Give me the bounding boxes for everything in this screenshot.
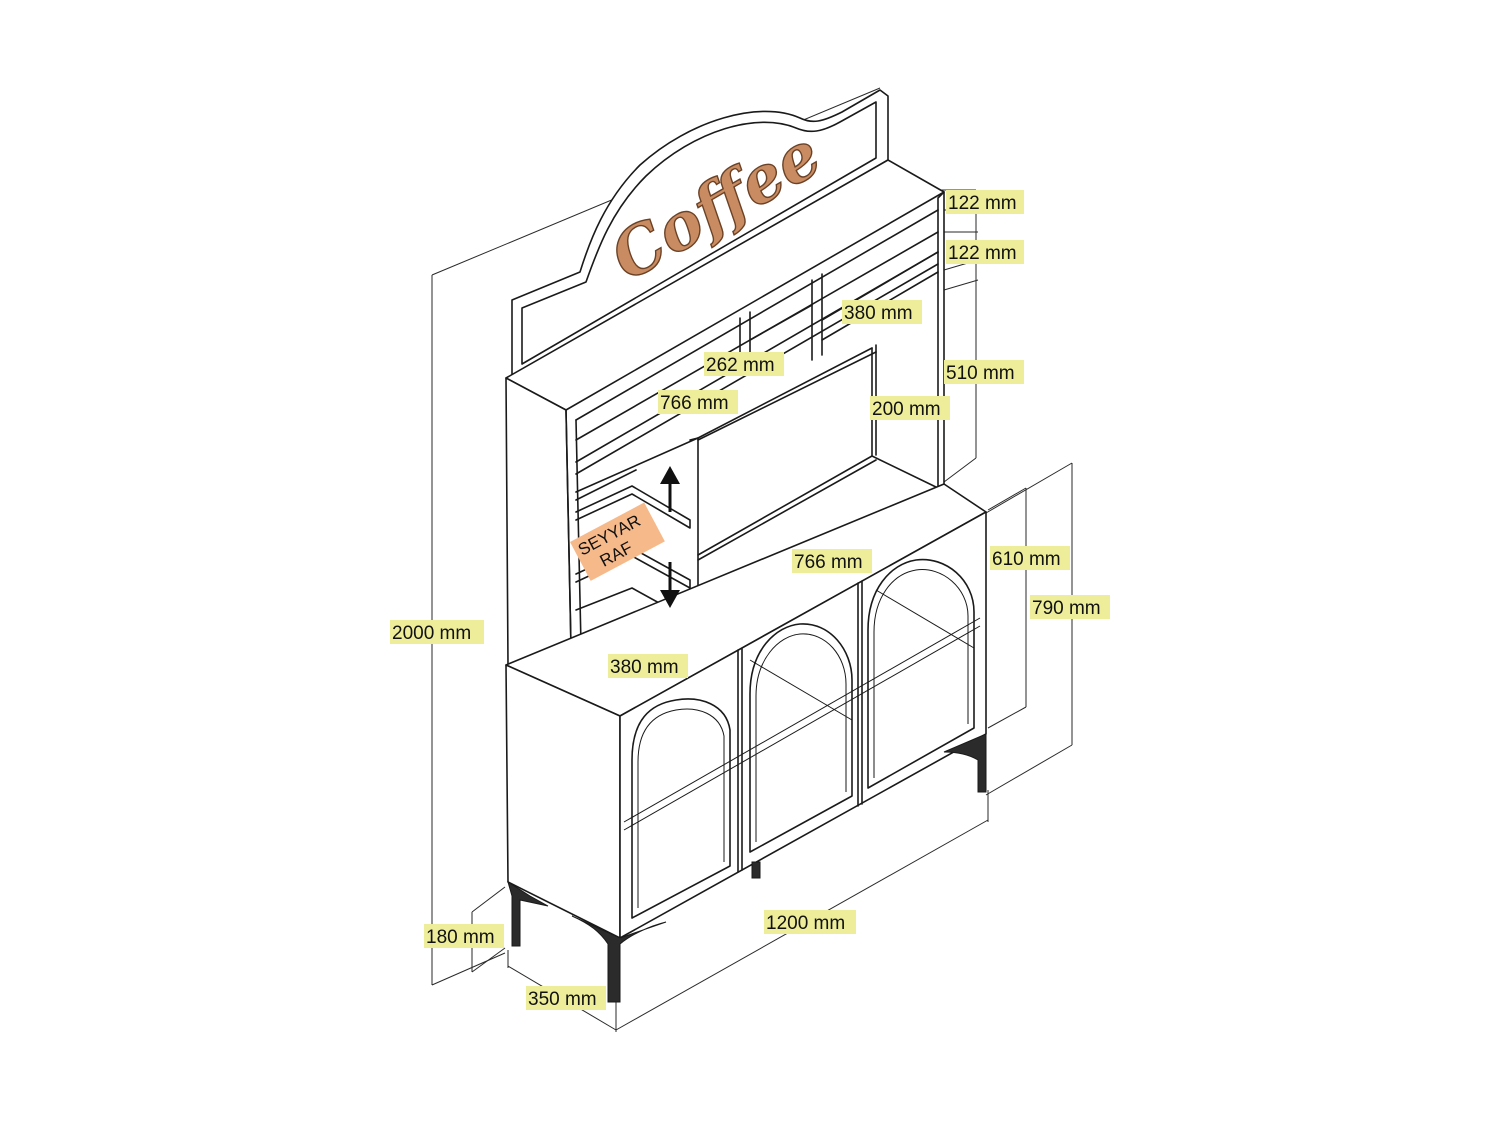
svg-text:766 mm: 766 mm <box>660 393 729 414</box>
svg-text:380 mm: 380 mm <box>610 657 679 678</box>
dim-label-top-shelf: 122 mm <box>946 240 1024 264</box>
dim-label-mid-width: 766 mm <box>792 549 872 573</box>
svg-text:200 mm: 200 mm <box>872 399 941 420</box>
dim-label-upper-right-height: 510 mm <box>944 360 1024 384</box>
svg-text:510 mm: 510 mm <box>946 363 1015 384</box>
dimension-labels: 122 mm 122 mm 380 mm 262 mm 510 mm 766 m… <box>390 190 1110 1010</box>
svg-text:122 mm: 122 mm <box>948 243 1017 264</box>
svg-text:180 mm: 180 mm <box>426 927 495 948</box>
dim-label-hutch-height: 610 mm <box>990 546 1070 570</box>
legs <box>507 733 987 1003</box>
dim-label-total-depth: 350 mm <box>526 986 606 1010</box>
dimension-lines <box>431 87 1073 1032</box>
svg-text:380 mm: 380 mm <box>844 303 913 324</box>
movable-shelf-tag: SEYYAR RAF <box>570 502 665 581</box>
svg-text:350 mm: 350 mm <box>528 989 597 1010</box>
svg-text:766 mm: 766 mm <box>794 552 863 573</box>
svg-text:262 mm: 262 mm <box>706 355 775 376</box>
dim-label-lower-depth: 380 mm <box>608 654 688 678</box>
dim-label-top-panel: 122 mm <box>946 190 1024 214</box>
svg-text:790 mm: 790 mm <box>1032 598 1101 619</box>
svg-text:2000 mm: 2000 mm <box>392 623 471 644</box>
dim-label-cabinet-height: 790 mm <box>1030 595 1110 619</box>
dim-label-total-width: 1200 mm <box>764 910 856 934</box>
dim-label-upper-right-depth: 380 mm <box>842 300 922 324</box>
dim-label-leg-height: 180 mm <box>424 924 504 948</box>
svg-text:1200 mm: 1200 mm <box>766 913 845 934</box>
dim-label-upper-inner-depth: 200 mm <box>870 396 950 420</box>
dim-label-upper-width: 766 mm <box>658 390 738 414</box>
movable-shelf-arrows <box>660 466 680 608</box>
dim-label-total-height: 2000 mm <box>390 620 484 644</box>
svg-text:122 mm: 122 mm <box>948 193 1017 214</box>
svg-text:610 mm: 610 mm <box>992 549 1061 570</box>
dim-label-upper-mid-width: 262 mm <box>704 352 784 376</box>
arrow-up-icon <box>660 466 680 484</box>
arrow-down-icon <box>660 590 680 608</box>
